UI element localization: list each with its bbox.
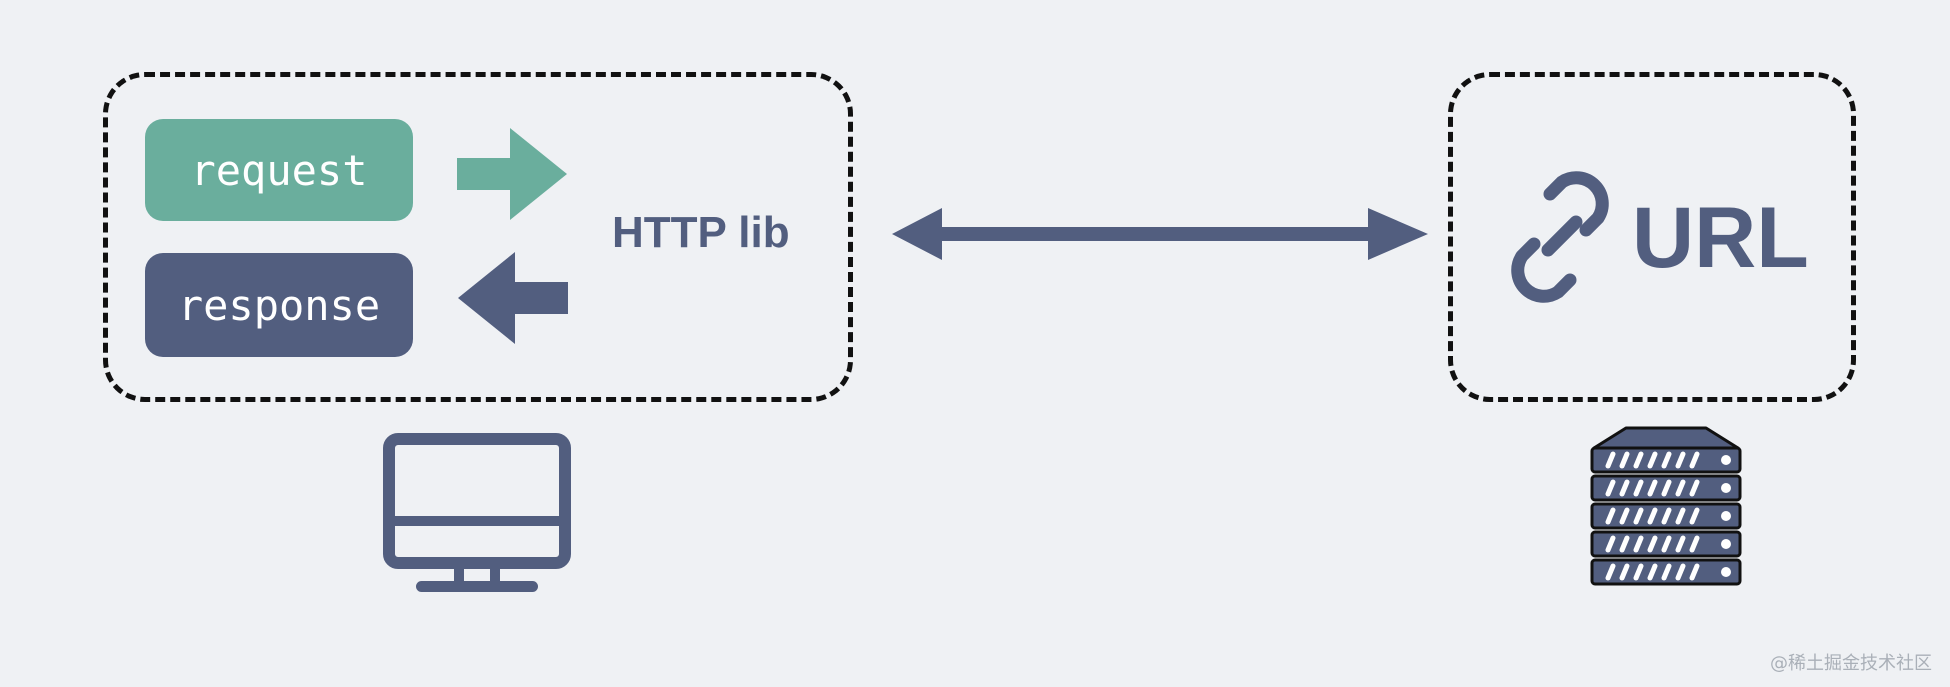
response-arrow-icon (458, 252, 568, 344)
response-label: response (177, 280, 381, 330)
request-pill: request (145, 119, 413, 221)
computer-monitor-icon (383, 433, 571, 592)
link-chain-icon (1511, 171, 1609, 303)
request-label: request (190, 145, 368, 195)
server-url-box (1448, 72, 1856, 402)
bidirectional-arrow-icon (892, 208, 1428, 260)
response-pill: response (145, 253, 413, 357)
client-http-lib-box (103, 72, 853, 402)
http-lib-label: HTTP lib (612, 208, 790, 257)
request-arrow-icon (457, 128, 567, 220)
watermark: @稀土掘金技术社区 (1770, 653, 1932, 674)
url-label: URL (1632, 190, 1809, 286)
server-rack-icon (1590, 426, 1742, 586)
